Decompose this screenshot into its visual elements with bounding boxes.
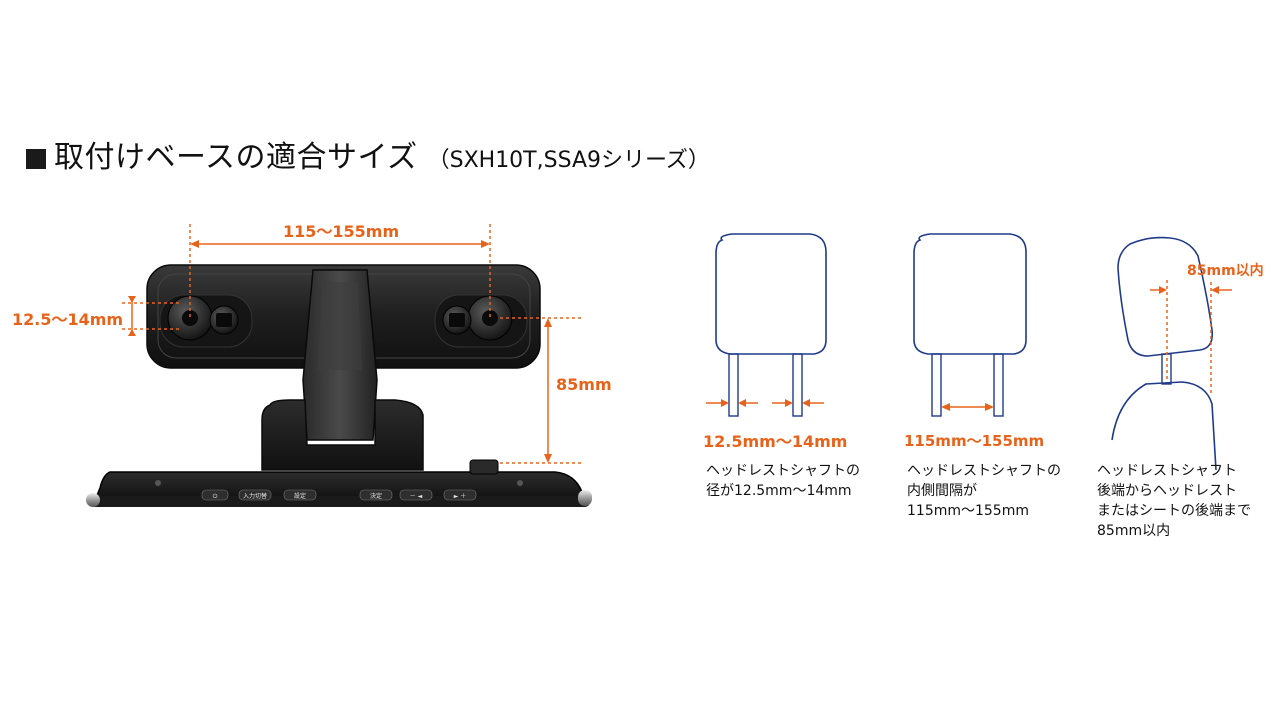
button-plus-label: ► ＋ <box>454 493 467 500</box>
diagram3-caption: ヘッドレストシャフト 後端からヘッドレスト またはシートの後端まで 85mm以内 <box>1097 461 1251 541</box>
caption-line: 85mm以内 <box>1097 523 1171 539</box>
caption-line: ヘッドレストシャフトの <box>907 463 1061 479</box>
button-input-switch-label: 入力切替 <box>243 492 267 500</box>
title-model-series: （SXH10T,SSA9シリーズ） <box>427 148 710 173</box>
caption-line: またはシートの後端まで <box>1097 503 1251 519</box>
diagram3-dimension-label: 85mm以内 <box>1187 263 1264 279</box>
headrest-diagram-shaft-diameter <box>706 233 827 417</box>
control-buttons: ⏻ 入力切替 設定 決定 － ◄ ► ＋ <box>201 489 477 501</box>
headrest-diagram-inner-spacing <box>913 233 1027 417</box>
button-minus-label: － ◄ <box>410 493 423 500</box>
caption-line: ヘッドレストシャフト <box>1097 463 1237 479</box>
button-settings-label: 設定 <box>294 492 306 500</box>
caption-line: ヘッドレストシャフトの <box>706 463 860 479</box>
diagram2-dimension-label: 115mm～155mm <box>904 432 1045 450</box>
hinge-block <box>261 399 424 471</box>
headrest-diagram-side-depth <box>1111 236 1232 471</box>
product-shaft-diameter-label: 12.5～14mm <box>12 310 124 329</box>
diagram1-caption: ヘッドレストシャフトの 径が12.5mm～14mm <box>706 461 860 501</box>
square-bullet-icon <box>26 149 46 169</box>
left-shaft-clamp <box>159 294 253 348</box>
power-icon: ⏻ <box>213 493 218 500</box>
right-shaft-clamp <box>434 294 528 348</box>
caption-line: 115mm～155mm <box>907 503 1029 519</box>
title-main: 取付けベースの適合サイズ <box>54 140 418 175</box>
product-width-label: 115～155mm <box>283 222 400 241</box>
caption-line: 内側間隔が <box>907 483 977 499</box>
caption-line: 後端からヘッドレスト <box>1097 483 1237 499</box>
button-enter-label: 決定 <box>370 492 382 500</box>
diagram2-caption: ヘッドレストシャフトの 内側間隔が 115mm～155mm <box>907 461 1061 521</box>
page-title: 取付けベースの適合サイズ （SXH10T,SSA9シリーズ） <box>26 132 710 180</box>
central-arm <box>302 269 378 441</box>
diagram1-dimension-label: 12.5mm～14mm <box>703 432 848 451</box>
caption-line: 径が12.5mm～14mm <box>706 483 852 499</box>
product-depth-label: 85mm <box>556 375 612 394</box>
product-dimension-lines <box>122 224 582 464</box>
